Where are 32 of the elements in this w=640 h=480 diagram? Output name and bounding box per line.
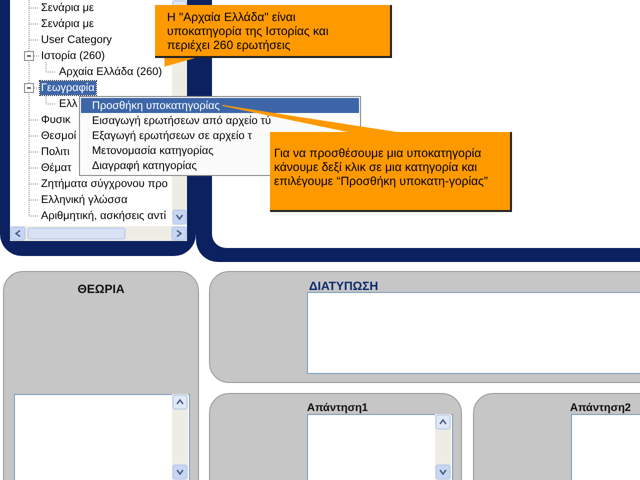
tree-item: Ζητήματα σύγχρονου προ: [40, 177, 169, 191]
tree-item: Πολιτι: [40, 145, 71, 159]
tree-item: Αρχαία Ελλάδα (260): [58, 65, 164, 79]
tree-item: Αριθμητική, ασκήσεις αντί: [40, 209, 168, 223]
menu-item: Εξαγωγή ερωτήσεων σε αρχείο τ: [92, 128, 252, 142]
tree-item: Θέματ: [40, 161, 73, 175]
selected-tree-item: Γεωγραφία: [40, 81, 96, 95]
tree-item: Ελληνική γλώσσα: [40, 193, 128, 207]
text-area: [571, 414, 640, 480]
form-panel: [209, 393, 462, 480]
callout-text: Για να προσθέσουμε μια υποκατηγορία κάνουμε δεξί κλικ σε μια κατηγορία και επιλέγουμε “Προσθήκη υποκατη-γορίας”: [274, 146, 489, 188]
text-area: [307, 292, 640, 374]
panel-heading: ΔΙΑΤΥΠΩΣΗ: [309, 279, 378, 293]
text-area: [14, 394, 190, 480]
menu-item: Προσθήκη υποκατηγορίας: [92, 98, 220, 112]
callout-pointer: [164, 56, 198, 67]
tree-item: Θεσμοί: [40, 129, 78, 143]
tree-item: Ελλ: [58, 97, 78, 111]
menu-item: Διαγραφή κατηγορίας: [92, 158, 197, 172]
tree-item: Σενάρια με: [40, 1, 95, 15]
tree-item: Φυσικ: [40, 113, 72, 127]
tree-item: Ιστορία (260): [40, 49, 106, 63]
tree-item: Σενάρια με: [40, 17, 95, 31]
panel-heading: Απάντηση1: [307, 402, 368, 414]
panel-heading: Απάντηση2: [570, 402, 631, 414]
panel-heading: ΘΕΩΡΙΑ: [76, 282, 126, 296]
form-panel: [209, 271, 640, 383]
menu-item: Εισαγωγή ερωτήσεων από αρχείο τύ: [92, 114, 271, 128]
callout-text: Η "Αρχαία Ελλάδα" είναι υποκατηγορία της Ιστορίας και περιέχει 260 ερωτήσεις: [167, 10, 330, 52]
form-panel: [3, 271, 199, 480]
menu-item: Μετονομασία κατηγορίας: [92, 144, 214, 158]
tree-item: User Category: [40, 33, 113, 47]
